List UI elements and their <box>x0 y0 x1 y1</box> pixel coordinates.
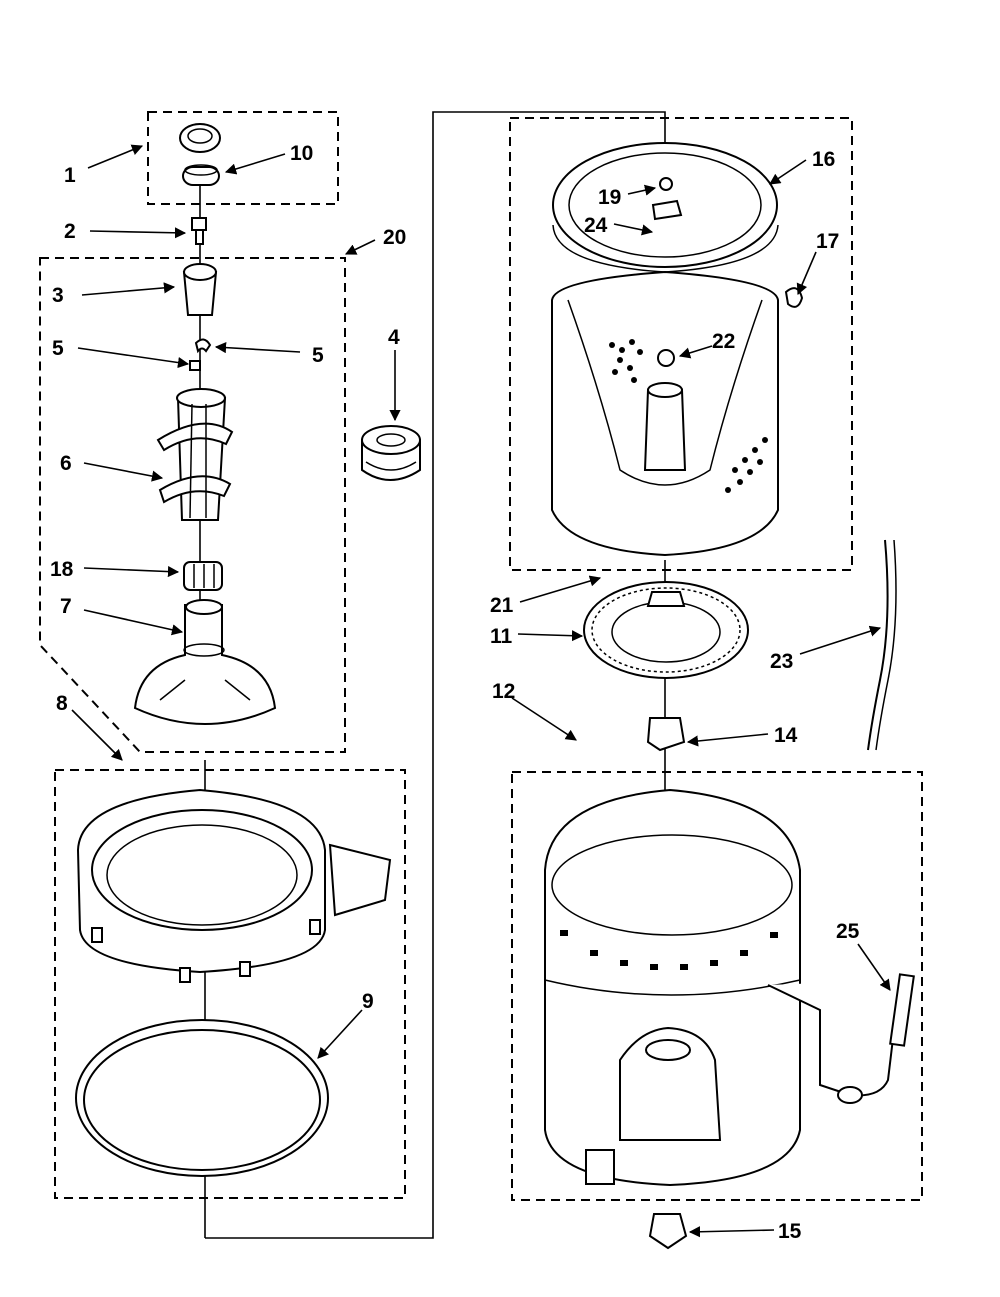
callout-23: 23 <box>770 650 793 673</box>
leader-arrows <box>71 144 891 1238</box>
callout-15: 15 <box>778 1220 802 1243</box>
callout-9: 9 <box>362 990 374 1013</box>
group-box-1 <box>147 111 339 205</box>
group-box-12 <box>511 771 923 1201</box>
callout-10: 10 <box>290 142 313 165</box>
part-bolt <box>191 217 207 245</box>
group-box-16 <box>509 117 853 571</box>
part-clip-a <box>194 338 212 354</box>
callout-20: 20 <box>383 226 406 249</box>
part-seal <box>361 425 421 481</box>
part-hose <box>867 539 897 751</box>
callout-18: 18 <box>50 558 74 581</box>
part-clip-b <box>189 360 201 371</box>
part-frame-ring <box>76 788 392 983</box>
callout-17: 17 <box>816 230 839 253</box>
part-agitator-base <box>133 599 277 725</box>
group-box-20 <box>39 257 346 753</box>
callout-6: 6 <box>60 452 72 475</box>
callout-22: 22 <box>712 330 735 353</box>
part-sleeve <box>182 263 218 316</box>
part-bottom-nut <box>648 1213 688 1250</box>
group-boxes <box>39 111 923 1201</box>
callout-14: 14 <box>774 724 798 747</box>
callout-7: 7 <box>60 595 72 618</box>
callout-5a: 5 <box>52 337 64 360</box>
callout-8: 8 <box>56 692 68 715</box>
callout-4: 4 <box>388 326 400 349</box>
part-nut <box>646 717 686 752</box>
group-box-8 <box>54 769 406 1199</box>
part-drive-hub <box>583 581 749 679</box>
part-auger <box>156 388 234 521</box>
callout-16: 16 <box>812 148 835 171</box>
callout-3: 3 <box>52 284 64 307</box>
callout-1: 1 <box>64 164 76 187</box>
callout-2: 2 <box>64 220 76 243</box>
part-drain-hose <box>767 973 915 1104</box>
part-coupler <box>183 561 223 591</box>
callout-12: 12 <box>492 680 515 703</box>
callout-25: 25 <box>836 920 860 943</box>
part-ring <box>182 164 220 186</box>
part-gasket <box>75 1019 329 1177</box>
connector-line <box>205 111 666 1239</box>
callout-24: 24 <box>584 214 608 237</box>
callout-11: 11 <box>490 625 513 648</box>
part-cap <box>179 123 221 153</box>
part-basket <box>551 142 779 557</box>
part-outer-tub <box>544 788 801 1187</box>
part-bracket <box>651 199 683 221</box>
callout-labels: 1 10 2 20 3 4 5 5 6 18 7 8 9 16 17 19 24… <box>50 142 860 1243</box>
callout-21: 21 <box>490 594 514 617</box>
callout-5b: 5 <box>312 344 324 367</box>
callout-19: 19 <box>598 186 621 209</box>
